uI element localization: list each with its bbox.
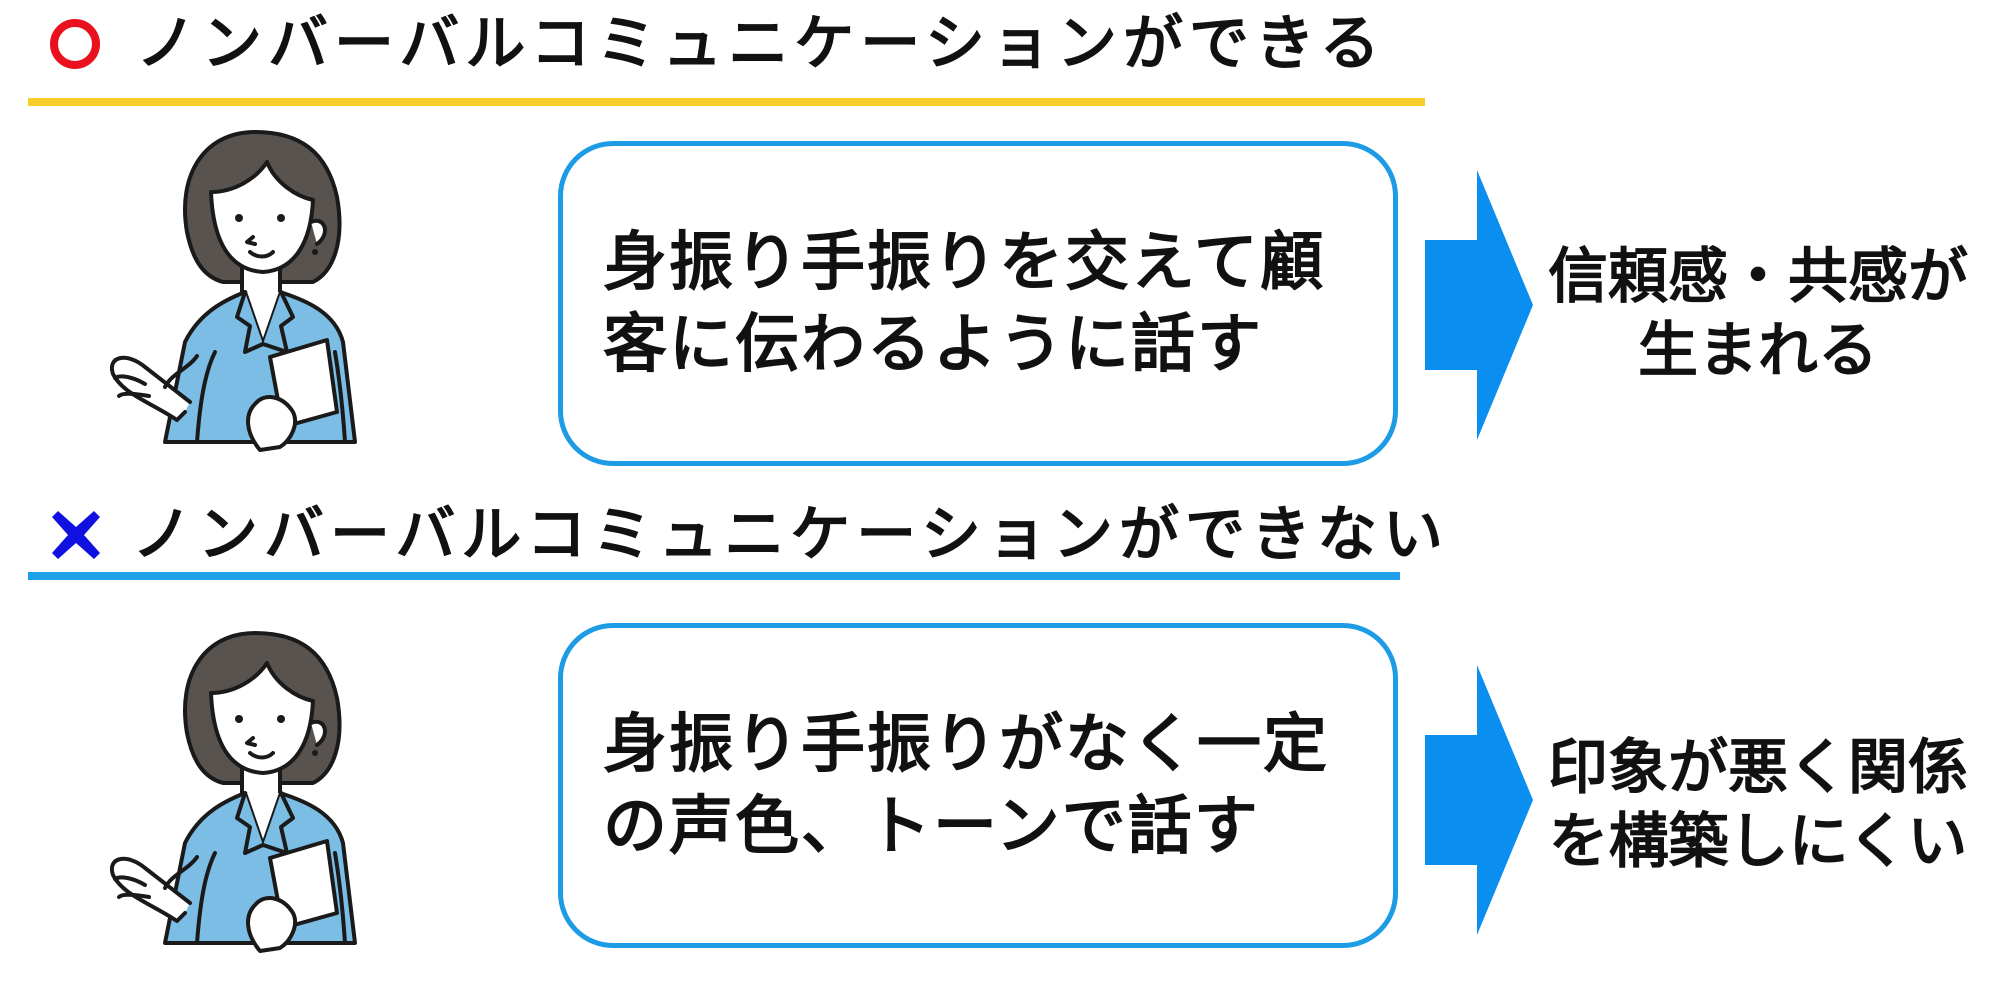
bad-description-line-1: 身振り手振りがなく一定 (603, 707, 1329, 782)
blue-cross-icon (52, 511, 100, 559)
bad-result: 印象が悪く関係 を構築しにくい (1528, 731, 1988, 879)
good-result: 信頼感・共感が 生まれる (1528, 240, 1988, 388)
red-circle-icon (50, 19, 100, 69)
businesswoman-illustration (109, 631, 357, 953)
bad-section: ノンバーバルコミュニケーションができない (0, 495, 1999, 991)
right-arrow-icon (1425, 170, 1533, 440)
good-result-line-1: 信頼感・共感が (1548, 242, 1968, 312)
bad-description-box: 身振り手振りがなく一定 の声色、トーンで話す (558, 623, 1398, 948)
right-arrow-icon (1425, 665, 1533, 935)
good-description-text: 身振り手振りを交えて顧 客に伝わるように話す (603, 222, 1326, 386)
bad-heading: ノンバーバルコミュニケーションができない (50, 505, 1449, 565)
businesswoman-illustration (109, 130, 357, 452)
good-description-line-2: 客に伝わるように話す (603, 307, 1263, 382)
bad-heading-underline (28, 572, 1400, 580)
bad-result-line-1: 印象が悪く関係 (1548, 733, 1968, 803)
good-heading: ノンバーバルコミュニケーションができる (50, 14, 1386, 74)
bad-description-text: 身振り手振りがなく一定 の声色、トーンで話す (603, 704, 1329, 868)
bad-description-line-2: の声色、トーンで話す (603, 789, 1260, 864)
bad-result-line-2: を構築しにくい (1548, 807, 1968, 877)
good-section: ノンバーバルコミュニケーションができる (0, 0, 1999, 495)
good-result-line-2: 生まれる (1638, 316, 1878, 386)
good-description-line-1: 身振り手振りを交えて顧 (603, 225, 1326, 300)
good-heading-underline (28, 98, 1425, 106)
bad-heading-text: ノンバーバルコミュニケーションができない (132, 500, 1449, 570)
good-description-box: 身振り手振りを交えて顧 客に伝わるように話す (558, 141, 1398, 466)
good-heading-text: ノンバーバルコミュニケーションができる (136, 9, 1386, 79)
